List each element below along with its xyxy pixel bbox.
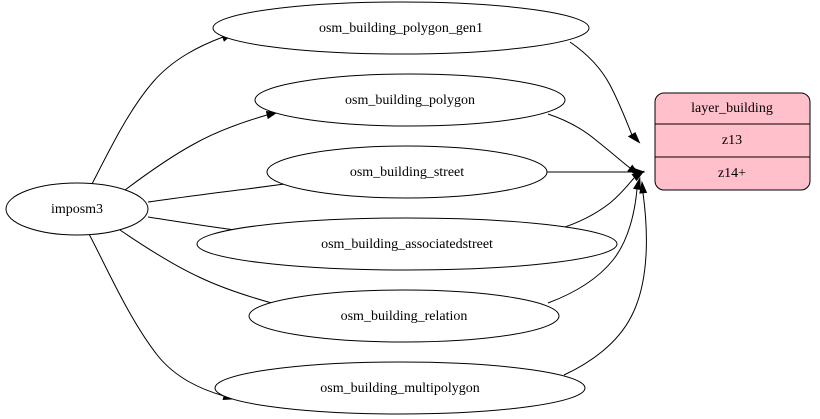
- node-imposm3-shape[interactable]: [5, 182, 149, 236]
- node-osm_building_street[interactable]: osm_building_street: [266, 145, 548, 199]
- node-layer_building[interactable]: layer_building z13 z14+: [654, 92, 811, 191]
- node-osm_building_polygon-shape[interactable]: [254, 73, 566, 127]
- layer_building-row-z13: z13: [722, 133, 742, 148]
- node-osm_building_polygon_gen1-shape[interactable]: [212, 1, 590, 55]
- edge-osm_building_associatedstreet-to-layer_building: [558, 170, 645, 230]
- node-layer_building-shape[interactable]: [654, 92, 811, 191]
- node-osm_building_associatedstreet-shape[interactable]: [196, 217, 618, 271]
- node-osm_building_polygon[interactable]: osm_building_polygon: [254, 73, 566, 127]
- node-osm_building_street-shape[interactable]: [266, 145, 548, 199]
- node-osm_building_multipolygon[interactable]: osm_building_multipolygon: [214, 361, 586, 415]
- node-osm_building_street-label: osm_building_street: [350, 165, 464, 180]
- edge-imposm3-to-osm_building_polygon_gen1: [91, 33, 234, 185]
- node-osm_building_polygon_gen1[interactable]: osm_building_polygon_gen1: [212, 1, 590, 55]
- edge-osm_building_polygon-to-layer_building: [547, 113, 640, 176]
- node-osm_building_relation[interactable]: osm_building_relation: [248, 289, 560, 343]
- edge-group-tables-to-layer: [547, 41, 648, 376]
- node-osm_building_polygon-label: osm_building_polygon: [345, 93, 475, 108]
- node-osm_building_multipolygon-shape[interactable]: [214, 361, 586, 415]
- node-imposm3-label: imposm3: [51, 202, 103, 217]
- edge-osm_building_relation-to-layer_building: [547, 176, 641, 304]
- node-osm_building_polygon_gen1-label: osm_building_polygon_gen1: [319, 21, 483, 36]
- edge-imposm3-to-osm_building_polygon: [124, 111, 279, 191]
- edge-imposm3-to-osm_building_multipolygon: [88, 233, 236, 400]
- node-osm_building_associatedstreet[interactable]: osm_building_associatedstreet: [196, 217, 618, 271]
- layer_building-row-z14plus: z14+: [718, 166, 746, 181]
- node-imposm3[interactable]: imposm3: [5, 182, 149, 236]
- edge-osm_building_multipolygon-to-layer_building: [563, 180, 648, 376]
- node-osm_building_relation-shape[interactable]: [248, 289, 560, 343]
- node-osm_building_relation-label: osm_building_relation: [341, 309, 468, 324]
- edge-osm_building_polygon_gen1-to-layer_building: [569, 41, 641, 144]
- layer_building-row-title: layer_building: [691, 101, 773, 116]
- node-osm_building_associatedstreet-label: osm_building_associatedstreet: [321, 237, 493, 252]
- node-osm_building_multipolygon-label: osm_building_multipolygon: [320, 381, 479, 396]
